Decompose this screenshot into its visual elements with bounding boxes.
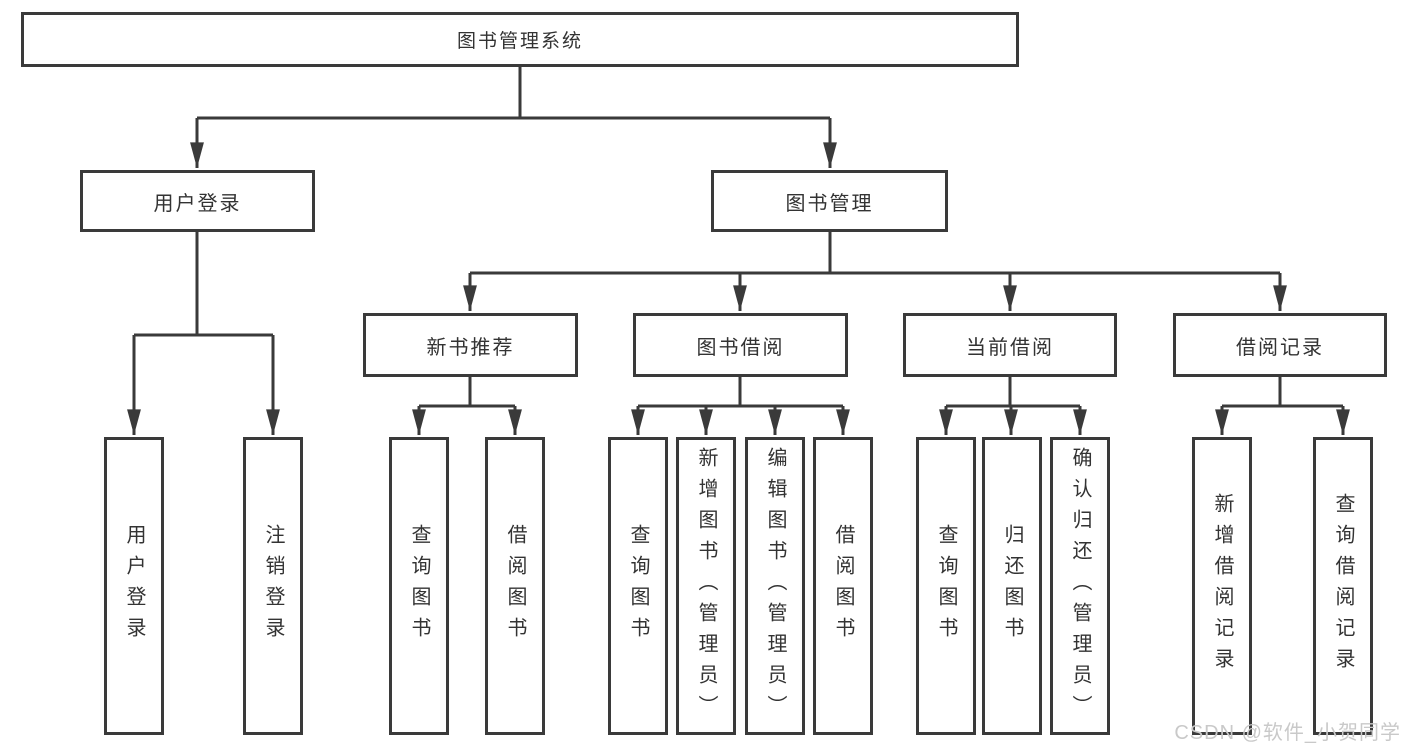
node-book-management: 图书管理	[711, 170, 948, 232]
node-current-borrow: 当前借阅	[903, 313, 1117, 377]
leaf-user-login: 用户登录	[104, 437, 164, 735]
node-borrow-records: 借阅记录	[1173, 313, 1387, 377]
node-new-book-recommend: 新书推荐	[363, 313, 578, 377]
leaf-query-books-current: 查询图书	[916, 437, 976, 735]
leaf-borrow-books: 借阅图书	[813, 437, 873, 735]
leaf-edit-book-admin: 编辑图书（管理员）	[745, 437, 805, 735]
leaf-confirm-return-admin: 确认归还（管理员）	[1050, 437, 1110, 735]
leaf-logout: 注销登录	[243, 437, 303, 735]
leaf-query-borrow-record: 查询借阅记录	[1313, 437, 1373, 735]
leaf-query-books-recommend: 查询图书	[389, 437, 449, 735]
leaf-add-borrow-record: 新增借阅记录	[1192, 437, 1252, 735]
leaf-borrow-books-recommend: 借阅图书	[485, 437, 545, 735]
node-book-borrow: 图书借阅	[633, 313, 848, 377]
leaf-add-book-admin: 新增图书（管理员）	[676, 437, 736, 735]
node-library-management-system: 图书管理系统	[21, 12, 1019, 67]
leaf-query-books-borrow: 查询图书	[608, 437, 668, 735]
node-user-login: 用户登录	[80, 170, 315, 232]
csdn-watermark: CSDN @软件_小贺同学	[1174, 722, 1401, 744]
leaf-return-book: 归还图书	[982, 437, 1042, 735]
